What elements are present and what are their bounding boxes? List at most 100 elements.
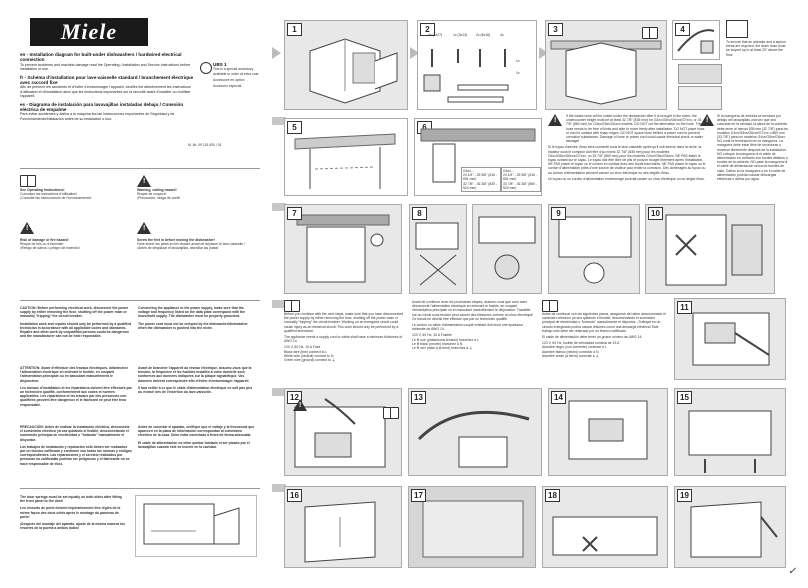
step-8-panel: 8 [409, 204, 467, 294]
wiring-text: Antes de continuar con los siguientes pa… [542, 312, 666, 333]
wiring-spec: 120 V, 60 Hz, 15 A Fusible [412, 333, 452, 338]
caution-text: CAUTION: Before performing electrical wo… [20, 306, 129, 319]
step-14-panel: 14 [548, 388, 668, 476]
accessory-note: UBS 1 This is a special accessory availa… [200, 62, 260, 88]
title-en: en - Installation diagram for built-unde… [20, 52, 182, 63]
divider [20, 488, 260, 489]
step-10-panel: 10 [645, 204, 775, 294]
step-19-drawing [690, 501, 778, 558]
miele-logo: Miele [30, 18, 148, 46]
accessory-es: Accesorio especial [213, 84, 242, 89]
warning-icon: ! [20, 222, 34, 234]
notice-cutting: ! Warning, cutting hazard! Risque de cou… [137, 175, 252, 201]
door-note-text: ¡Después del montaje del aparato, ajuste… [20, 522, 125, 531]
wiring-spec: 120 V, 60 Hz, fusible de intensidad nomi… [542, 341, 620, 346]
wire-name: Alambre verde (a tierra) [542, 353, 578, 358]
row-marker [272, 203, 286, 211]
row-marker [272, 300, 286, 308]
accessory-icon [200, 62, 212, 74]
caution-en-block-2: Connecting the appliance to the power su… [138, 306, 256, 330]
step-note-text: Un tuyau ou un cordon d'alimentation end… [548, 176, 705, 181]
row-marker [272, 117, 286, 125]
wire-name: Le fil noir (phase/sous tension) [412, 337, 459, 342]
caution-text: The power cord must not be crimped by th… [138, 321, 248, 330]
parts-qty: 4x (4x27) [428, 33, 443, 37]
step-5-drawing [294, 133, 396, 189]
step-8b-drawing [478, 216, 536, 280]
divider [20, 300, 260, 301]
warning-icon: ! [293, 399, 307, 411]
step-note-text: To ensure that an airbrake and a siphon … [726, 40, 786, 57]
step-7-panel: 7 [284, 204, 402, 294]
wire-name: Alambre negro (con corriente) [542, 345, 588, 350]
caution-text: Les travaux d'installation et les répara… [20, 385, 132, 407]
step-note-text: Si le tuyau d'arrivée d'eau sera connect… [548, 145, 706, 175]
wiring-en: Before you continue with the next steps,… [284, 300, 406, 362]
wiring-text: The appliance needs a supply cord or cab… [284, 335, 403, 344]
row-arrow [272, 47, 281, 59]
dim-label: G4xx... [503, 169, 514, 173]
step-17-panel: 17 [408, 486, 536, 568]
dim-value: 32 7/8" - 36 3/8" (835 - 924 mm) [463, 181, 498, 190]
step-number: 15 [677, 391, 692, 404]
step-number: 18 [545, 489, 560, 502]
wiring-text: Avant de continuer avec les prochaines é… [412, 300, 534, 321]
step-8b-panel [472, 204, 542, 294]
caution-fr-block-2: Avant de brancher l'appareil au réseau é… [138, 366, 256, 394]
dim-value: 24 1/4" - 25 5/8" (616 - 651 mm) [503, 173, 538, 182]
caution-es-block-2: Antes de conectar el aparato, verifique … [138, 425, 256, 449]
desc-es: Para evitar accidentes y daños a la máqu… [20, 112, 175, 121]
step-number: 2 [420, 23, 435, 36]
notice-text: Screw the feet in before moving the dish… [137, 238, 216, 242]
step-5-panel: 5 [284, 118, 408, 196]
no-cut-icon [726, 20, 748, 38]
wiring-es: Antes de continuar con los siguientes pa… [542, 300, 668, 358]
step-16-panel: 16 [284, 486, 402, 568]
step-4-detail [678, 64, 722, 84]
caution-text: Il faut veiller à ce que le câble d'alim… [138, 385, 253, 395]
caution-text: Antes de conectar el aparato, verifique … [138, 425, 255, 438]
step-note-text: Si la manguera de entrada se enrutara po… [717, 114, 788, 182]
step-13-panel: 13 [408, 388, 542, 476]
step-3-drawing [550, 40, 662, 105]
doc-number: M.-Nr. 09 115 630 / 01 [188, 143, 222, 147]
step-number: 8 [412, 207, 427, 220]
step-15-drawing [688, 410, 772, 473]
wire-connect: branchez à L [459, 337, 479, 342]
step-13-drawing [417, 410, 530, 468]
caution-text: Connecting the appliance to the power su… [138, 306, 246, 319]
book-icon [642, 27, 658, 39]
wire-name: Black wire (line) [284, 349, 308, 354]
step-number: 3 [548, 23, 563, 36]
wiring-spec: 120 V, 60 Hz, 15 A Fuse [284, 345, 321, 350]
warning-icon: ! [137, 175, 151, 187]
parts-qty: 4x [500, 33, 504, 37]
wire-connect: conectar a L [588, 345, 607, 350]
caution-text: Installation work and repairs should onl… [20, 321, 132, 339]
book-icon [542, 300, 558, 312]
dim-value: 33 7/8" - 36 3/8" (860 - 924 mm) [503, 181, 538, 190]
parts-qty: 1x [516, 71, 520, 75]
step-note-text: If the intake hose will be cutted under … [566, 114, 705, 144]
dim-box: G4xx... 24 1/4" - 25 5/8" (616 - 651 mm)… [461, 167, 501, 193]
door-note-text: The door springs must be set equally on … [20, 495, 122, 504]
notice-text: Risque de coupure! [137, 192, 167, 197]
step-number: 4 [675, 23, 690, 36]
wire-name: Green wire (ground) [284, 358, 315, 363]
step-number: 9 [551, 207, 566, 220]
step-2-parts-panel: 2 4x (4x27) 1x (3x13) 2x (6x16) 4x 1x 1x [417, 20, 537, 110]
door-springs-drawing [143, 503, 240, 545]
desc-fr: Afin de prévenir les accidents et d'évit… [20, 85, 191, 99]
step-9-panel: 9 [548, 204, 640, 294]
wire-connect: conectar a ⏚ [578, 353, 599, 358]
wire-connect: connect to L [308, 349, 328, 354]
parts-qty: 1x [516, 59, 520, 63]
step-9-drawing [558, 216, 632, 284]
step-number: 11 [677, 301, 692, 314]
step-number: 5 [287, 121, 302, 134]
notice-text: Warning, cutting hazard! [137, 188, 177, 192]
wiring-text: Before you continue with the next steps,… [284, 312, 404, 333]
caution-text: El cable de alimentación no debe quedar … [138, 440, 250, 449]
row-marker [272, 484, 286, 492]
step-16-drawing [304, 501, 376, 563]
